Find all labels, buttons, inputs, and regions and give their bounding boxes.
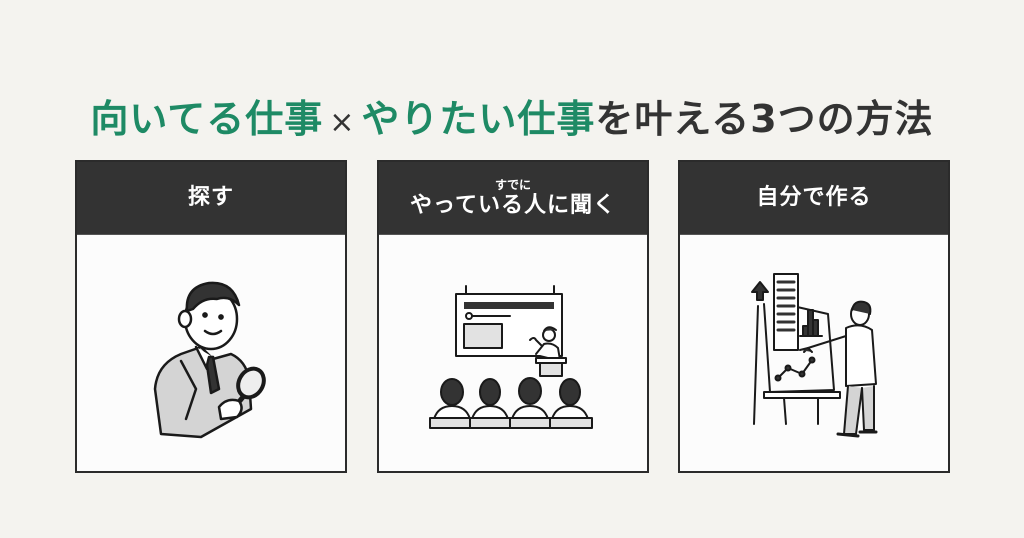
illustration-create xyxy=(680,236,948,471)
card-header: 自分で作る xyxy=(680,162,948,235)
illustration-ask xyxy=(379,236,647,471)
businessman-magnifying-glass-icon xyxy=(153,281,266,438)
card-label: 自分で作る xyxy=(756,185,872,210)
flip-chart-presenter-icon xyxy=(751,272,878,437)
page-title: 向いてる仕事×やりたい仕事を叶える3つの方法 xyxy=(0,95,1024,147)
card-header: すでに やっている人に聞く xyxy=(379,162,647,235)
method-card-ask-experienced: すでに やっている人に聞く xyxy=(377,160,649,473)
presentation-audience-icon xyxy=(429,284,593,429)
title-times-sign: × xyxy=(329,105,356,141)
card-ruby: すでに xyxy=(494,177,532,192)
title-part-suited-work: 向いてる仕事 xyxy=(90,97,324,142)
method-card-create-own: 自分で作る xyxy=(678,160,950,473)
title-part-methods: を叶える3つの方法 xyxy=(595,97,934,142)
illustration-search xyxy=(77,236,345,471)
method-card-search: 探す xyxy=(75,160,347,473)
card-label: やっている人に聞く xyxy=(410,192,616,218)
card-header: 探す xyxy=(77,162,345,235)
card-label: 探す xyxy=(187,185,234,210)
title-part-desired-work: やりたい仕事 xyxy=(361,97,596,142)
